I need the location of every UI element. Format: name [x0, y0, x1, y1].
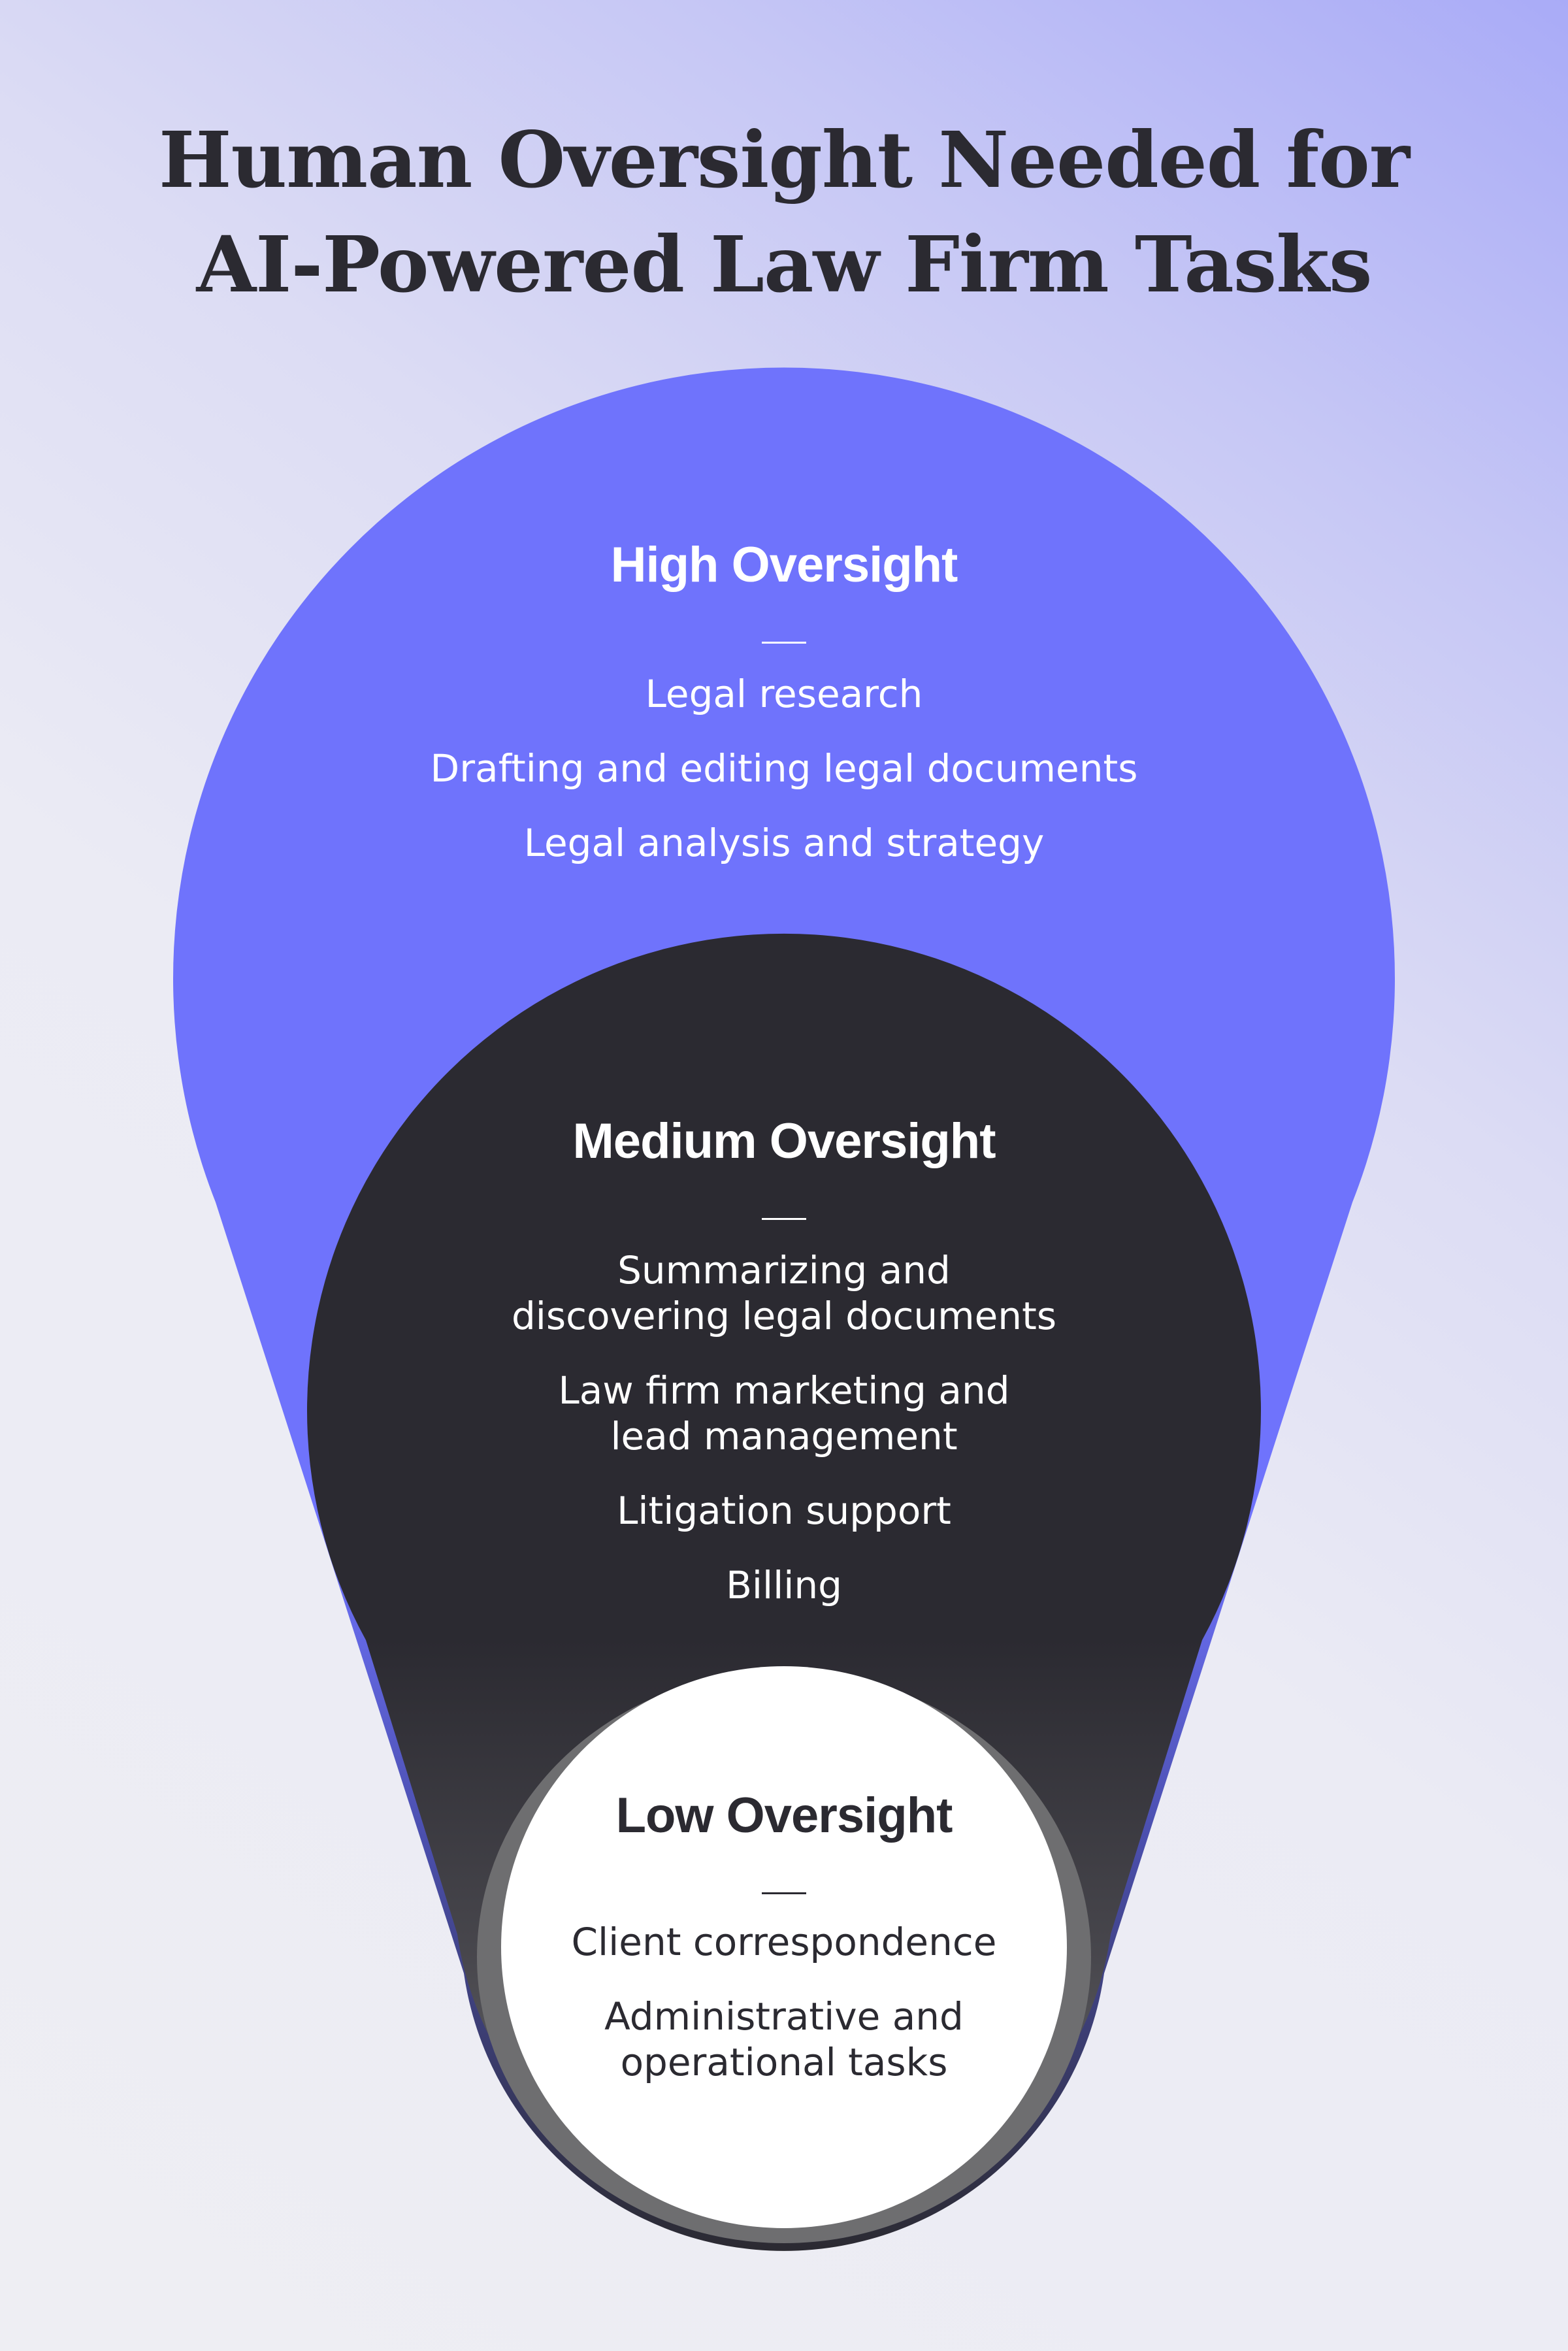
title-line-1: Human Oversight Needed for — [158, 114, 1410, 205]
tier-low-oversight: Low Oversight Client correspondence Admi… — [0, 1786, 1568, 2114]
task-list-medium: Summarizing and discovering legal docume… — [0, 1247, 1568, 1608]
task-item-line: Summarizing and — [617, 1248, 951, 1292]
task-item-line: discovering legal documents — [511, 1294, 1057, 1338]
task-item: Law firm marketing and lead management — [0, 1368, 1568, 1459]
task-list-low: Client correspondence Administrative and… — [0, 1919, 1568, 2085]
task-item: Litigation support — [617, 1488, 951, 1533]
task-item-line: lead management — [610, 1414, 958, 1458]
tier-medium-oversight: Medium Oversight Summarizing and discove… — [0, 1112, 1568, 1637]
task-item-line: operational tasks — [620, 2040, 948, 2084]
divider — [762, 1218, 806, 1220]
task-item-line: Administrative and — [604, 1994, 964, 2039]
page-title: Human Oversight Needed for AI-Powered La… — [0, 108, 1568, 317]
divider — [762, 1892, 806, 1894]
tier-heading-high: High Oversight — [610, 537, 958, 593]
task-list-high: Legal research Drafting and editing lega… — [0, 671, 1568, 866]
divider — [762, 642, 806, 644]
task-item: Summarizing and discovering legal docume… — [0, 1247, 1568, 1339]
task-item: Administrative and operational tasks — [0, 1994, 1568, 2085]
task-item: Legal research — [645, 672, 923, 716]
title-line-2: AI-Powered Law Firm Tasks — [196, 219, 1373, 310]
task-item: Drafting and editing legal documents — [430, 746, 1138, 791]
task-item: Client correspondence — [571, 1920, 997, 1964]
task-item: Legal analysis and strategy — [523, 821, 1045, 865]
tier-high-oversight: High Oversight Legal research Drafting a… — [0, 536, 1568, 895]
tier-heading-low: Low Oversight — [615, 1788, 953, 1843]
low-oversight-shape — [501, 1666, 1067, 2228]
tier-heading-medium: Medium Oversight — [572, 1113, 996, 1169]
task-item-line: Law firm marketing and — [558, 1368, 1010, 1413]
task-item: Billing — [726, 1563, 842, 1607]
